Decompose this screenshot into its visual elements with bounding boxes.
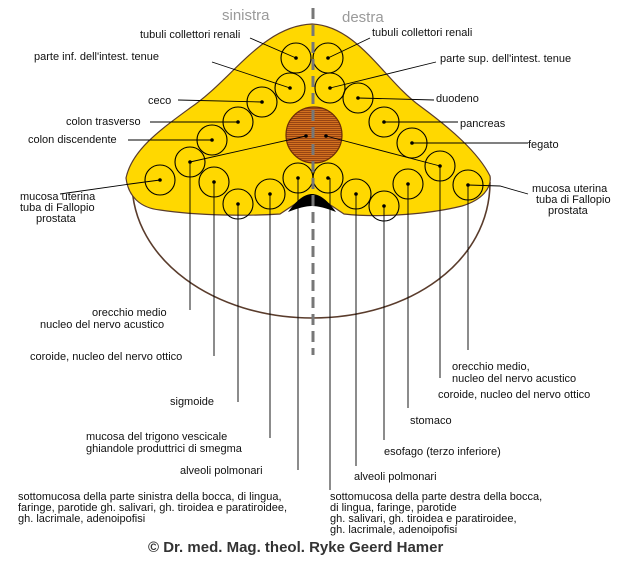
leader-line [189,135,307,163]
label-line: nucleo del nervo acustico [452,373,576,385]
leader-line [59,179,161,195]
label-alveoli-left: alveoli polmonari [180,465,263,477]
label-line: gh. salivari, gh. tiroidea e paratiroide… [330,513,517,525]
label-intest-sup: parte sup. dell'intest. tenue [440,53,571,65]
label-colon-trasverso: colon trasverso [66,116,141,128]
relay-dot [326,176,330,180]
label-ceco: ceco [148,95,171,107]
label-colon-discendente: colon discendente [28,134,117,146]
label-line: prostata [36,213,77,225]
label-line: mucosa del trigono vescicale [86,431,227,443]
leader-line [249,37,297,59]
left-side-title: sinistra [222,7,270,24]
label-coroide-right: coroide, nucleo del nervo ottico [438,389,590,401]
leader-line [327,37,371,59]
leader-line [177,99,263,103]
label-line: faringe, parotide gh. salivari, gh. tiro… [18,502,287,514]
label-tubuli-right: tubuli collettori renali [372,27,472,39]
label-mucosa-trigono: mucosa del trigono vescicale ghiandole p… [86,431,243,455]
label-orecchio-left: orecchio medio nucleo del nervo acustico [40,307,170,331]
leader-lines [59,37,529,490]
label-pancreas: pancreas [460,118,506,130]
label-mucosa-left: mucosa uterina tuba di Fallopio prostata [20,191,98,225]
label-intest-inf: parte inf. dell'intest. tenue [34,51,159,63]
label-sottomucosa-left: sottomucosa della parte sinistra della b… [18,491,290,525]
leader-line [467,184,529,195]
right-side-title: destra [342,9,384,26]
label-line: mucosa uterina [20,191,96,203]
leader-line [357,97,435,101]
label-esofago: esofago (terzo inferiore) [384,446,501,458]
label-line: orecchio medio [92,307,167,319]
label-orecchio-right: orecchio medio, nucleo del nervo acustic… [452,361,576,385]
label-line: gh. lacrimale, adenoipofisi [330,524,457,536]
label-line: sottomucosa della parte destra della boc… [330,491,542,503]
label-line: mucosa uterina [532,183,608,195]
label-line: sottomucosa della parte sinistra della b… [18,491,282,503]
label-coroide-left: coroide, nucleo del nervo ottico [30,351,182,363]
label-line: orecchio medio, [452,361,530,373]
relay-circle [274,72,306,104]
label-line: tuba di Fallopio [536,194,611,206]
label-line: ghiandole produttrici di smegma [86,443,243,455]
label-line: nucleo del nervo acustico [40,319,164,331]
label-stomaco: stomaco [410,415,452,427]
label-fegato: fegato [528,139,559,151]
label-line: tuba di Fallopio [20,202,95,214]
label-line: gh. lacrimale, adenoipofisi [18,513,145,525]
leader-line [325,135,441,167]
label-line: di lingua, faringe, parotide [330,502,457,514]
leader-line [211,61,291,89]
copyright-notice: © Dr. med. Mag. theol. Ryke Geerd Hamer [148,539,443,556]
label-alveoli-right: alveoli polmonari [354,471,437,483]
label-sigmoide: sigmoide [170,396,214,408]
relay-circle [314,72,346,104]
label-mucosa-right: mucosa uterina tuba di Fallopio prostata [532,183,614,217]
relay-circle [144,164,176,196]
label-line: prostata [548,205,589,217]
leader-line [329,61,437,89]
label-duodeno: duodeno [436,93,479,105]
label-tubuli-left: tubuli collettori renali [140,29,240,41]
relay-circle [280,42,312,74]
label-sottomucosa-right: sottomucosa della parte destra della boc… [330,491,545,536]
